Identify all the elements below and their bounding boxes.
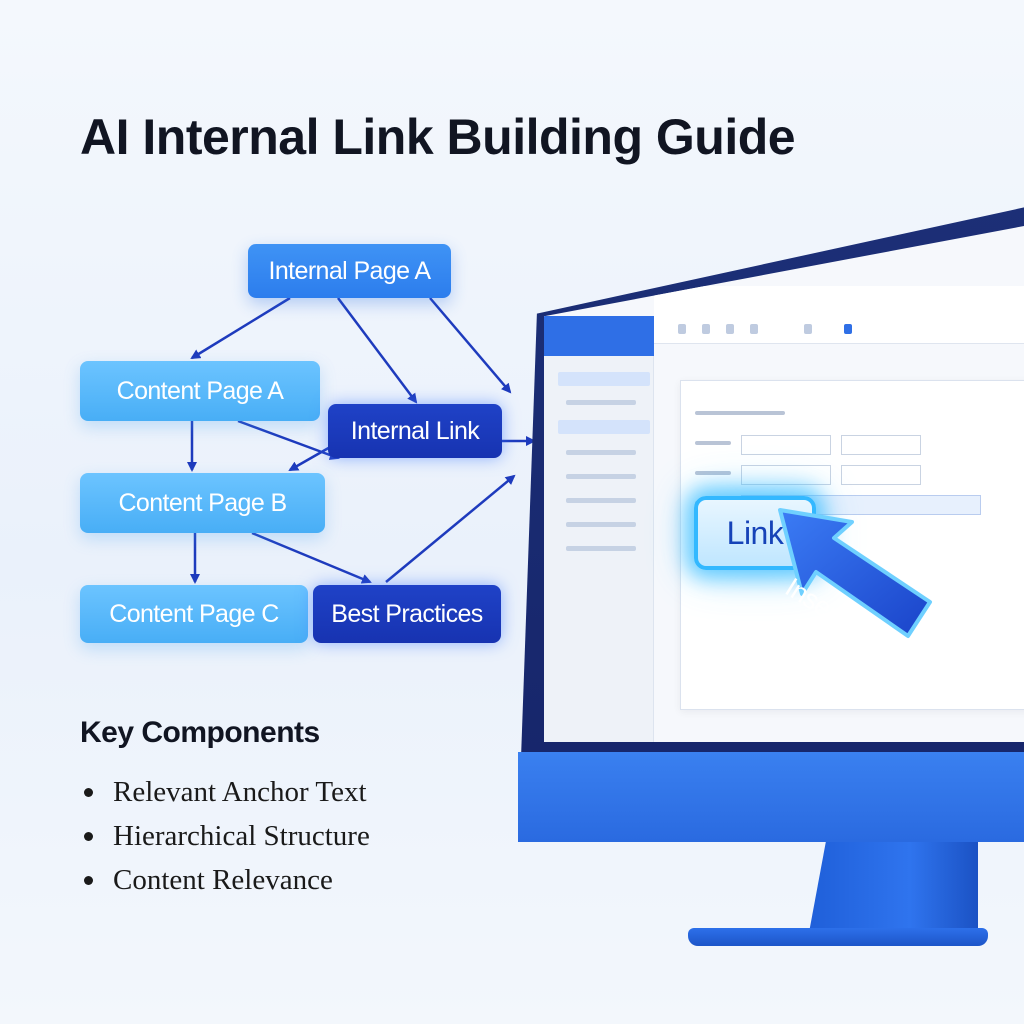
key-components-heading: Key Components — [80, 716, 320, 749]
sidebar-item[interactable] — [558, 372, 650, 386]
toolbar-icon[interactable] — [844, 324, 852, 334]
node-content-page-a: Content Page A — [80, 361, 320, 421]
node-internal-page-a: Internal Page A — [248, 244, 451, 298]
form-label — [695, 441, 731, 445]
toolbar-icon[interactable] — [726, 324, 734, 334]
sidebar-item[interactable] — [566, 522, 636, 527]
list-item: Relevant Anchor Text — [84, 770, 370, 814]
node-content-page-b: Content Page B — [80, 473, 325, 533]
key-components-list: Relevant Anchor Text Hierarchical Struct… — [84, 770, 370, 902]
toolbar-icon[interactable] — [750, 324, 758, 334]
form-field[interactable] — [741, 435, 831, 455]
monitor-stand-base — [688, 928, 988, 946]
sidebar-item[interactable] — [566, 474, 636, 479]
node-best-practices: Best Practices — [313, 585, 501, 643]
sidebar-item[interactable] — [566, 498, 636, 503]
bullet-icon — [84, 875, 93, 885]
form-field[interactable] — [841, 465, 921, 485]
monitor-chin — [518, 752, 1024, 842]
toolbar-icon[interactable] — [678, 324, 686, 334]
form-field[interactable] — [741, 465, 831, 485]
form-heading — [695, 411, 785, 415]
app-toolbar — [654, 286, 1024, 344]
form-field[interactable] — [841, 435, 921, 455]
toolbar-icon[interactable] — [702, 324, 710, 334]
toolbar-icon[interactable] — [804, 324, 812, 334]
sidebar-item[interactable] — [566, 400, 636, 405]
page-title: AI Internal Link Building Guide — [80, 109, 796, 165]
sidebar-item[interactable] — [566, 450, 636, 455]
form-label — [695, 471, 731, 475]
sidebar-item[interactable] — [566, 546, 636, 551]
list-item-label: Hierarchical Structure — [113, 819, 370, 852]
list-item: Content Relevance — [84, 858, 370, 902]
node-internal-link: Internal Link — [328, 404, 502, 458]
list-item-label: Content Relevance — [113, 863, 333, 896]
list-item-label: Relevant Anchor Text — [113, 775, 367, 808]
app-sidebar-header — [544, 316, 654, 356]
app-sidebar — [544, 316, 654, 742]
sidebar-item[interactable] — [558, 420, 650, 434]
cursor-arrow-icon — [778, 508, 932, 638]
monitor-screen — [544, 226, 1024, 742]
bullet-icon — [84, 787, 93, 797]
bullet-icon — [84, 831, 93, 841]
list-item: Hierarchical Structure — [84, 814, 370, 858]
node-content-page-c: Content Page C — [80, 585, 308, 643]
monitor-stand-neck — [808, 828, 978, 938]
